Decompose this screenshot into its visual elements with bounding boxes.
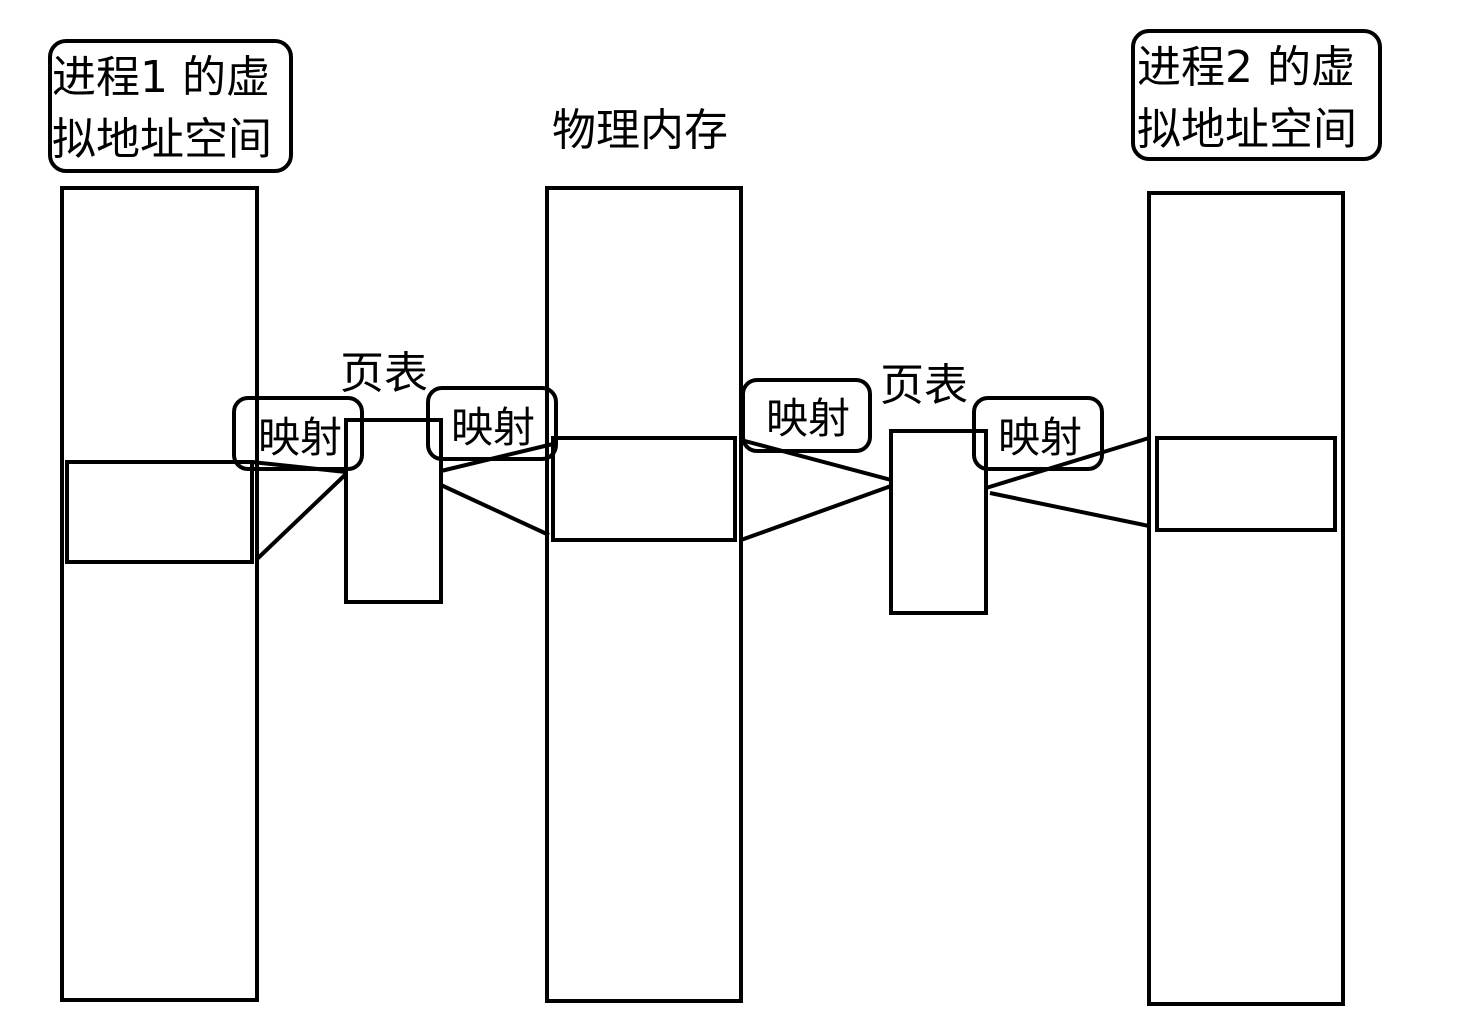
link-p1-bottom-to-pt-left — [254, 472, 348, 562]
mapping-label-1: 映射 — [258, 413, 342, 462]
process2-title-line2: 拟地址空间 — [1137, 104, 1357, 155]
link-phys-bottom-to-pt-right — [740, 484, 892, 542]
process1-title-line1: 进程1 的虚 — [52, 52, 270, 103]
mapping-box-3 — [741, 378, 872, 453]
physical-memory-page-block — [551, 436, 737, 542]
process2-title-line1: 进程2 的虚 — [1137, 42, 1355, 93]
mapping-label-2: 映射 — [451, 403, 535, 452]
process2-page-block — [1155, 436, 1337, 532]
page-table-right-label: 页表 — [880, 360, 968, 411]
page-table-left — [344, 418, 443, 604]
mapping-label-4: 映射 — [998, 413, 1082, 462]
process2-title-box — [1131, 29, 1382, 161]
link-phys-top-to-pt-right — [740, 438, 892, 482]
physical-memory-space — [545, 186, 743, 1003]
mapping-box-4 — [972, 396, 1104, 471]
mapping-box-1 — [232, 396, 364, 471]
page-table-right — [889, 429, 988, 615]
link-pt-right-to-p2-bottom — [989, 491, 1150, 528]
process1-title-line2: 拟地址空间 — [52, 114, 272, 165]
mapping-label-3: 映射 — [766, 394, 850, 443]
process1-address-space — [60, 186, 259, 1002]
link-pt-right-to-p2-top — [985, 436, 1150, 490]
page-table-left-label: 页表 — [340, 348, 428, 399]
physical-memory-title: 物理内存 — [552, 105, 728, 156]
process1-title-box — [48, 39, 293, 173]
process2-address-space — [1147, 191, 1345, 1006]
process1-page-block — [65, 460, 254, 564]
link-pt-left-to-phys-bottom — [440, 483, 550, 537]
mapping-box-2 — [426, 386, 558, 461]
